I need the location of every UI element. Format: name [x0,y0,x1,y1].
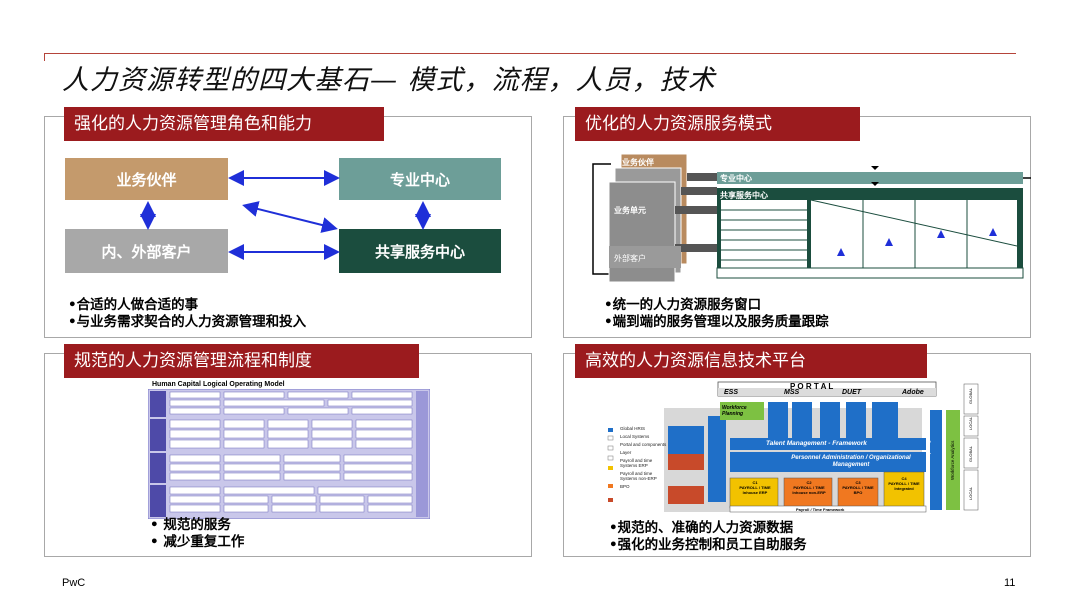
technology-bullet-2: •强化的业务控制和员工自助服务 [609,537,807,553]
slide-title: 人力资源转型的四大基石— 模式，流程，人员，技术 [62,65,716,96]
shared-service-center-box: 共享服务中心 [339,229,501,273]
legend-payroll-erp: Payroll and time Systems ERP [620,458,653,468]
service-bullet-2: •端到端的服务管理以及服务质量跟踪 [604,314,829,330]
service-label-external: 外部客户 [614,254,646,263]
payroll-c1-text: PAYROLL / TIME Inhouse ERP [739,485,771,495]
operating-model-title: Human Capital Logical Operating Model [152,381,285,388]
legend-global-hris: Global HRIS [620,426,646,431]
roles-bullet-2: •与业务需求契合的人力资源管理和投入 [68,314,307,330]
talent-framework-label: Talent Management - Framework [766,440,867,447]
payroll-c4-code: C4 [901,476,907,481]
process-bullet-2: • 减少重复工作 [150,534,245,550]
payroll-c2-text: PAYROLL / TIME Inhouse non-ERP [792,485,826,495]
service-bullets: •统一的人力资源服务窗口 •端到端的服务管理以及服务质量跟踪 [604,297,829,331]
portal-label: P O R T A L [790,382,834,391]
expert-bar [717,172,1023,184]
scope-label-4: LOCAL [968,486,973,500]
workforce-planning-label: Workforce Planning [722,405,747,417]
personnel-admin-label: Personnel Administration / Organizationa… [791,455,911,468]
service-bullet-1: •统一的人力资源服务窗口 [604,297,762,313]
ess-label: ESS [724,389,739,396]
roles-bullet-1: •合适的人做合适的事 [68,297,199,313]
legend-payroll-non-erp: Payroll and time Systems non-ERP [620,471,657,481]
payroll-c1: C1 PAYROLL / TIME Inhouse ERP [732,480,778,495]
center-of-expertise-box: 专业中心 [339,158,501,200]
loop-right [1021,177,1031,179]
mss-label: MSS [784,389,800,396]
payroll-c2: C2 PAYROLL / TIME Inhouse non-ERP [786,480,832,495]
payroll-c2-code: C2 [806,480,812,485]
process-bullets: • 规范的服务 • 减少重复工作 [150,517,244,551]
analytics-label: Workforce Analytics [950,440,955,480]
legend: Global HRIS Local Systems Portal and com… [620,426,668,489]
quadrant-service-model-title: 优化的人力资源服务模式 [575,107,860,141]
technology-bullets: •规范的、准确的人力资源数据 •强化的业务控制和员工自助服务 [609,520,807,554]
payroll-c3-text: PAYROLL / TIME BPO [842,485,874,495]
clients-box: 内、外部客户 [65,229,228,273]
payroll-framework-label: Payroll / Time Framework [796,507,845,512]
service-label-unit: 业务单元 [614,206,646,215]
service-model-diagram [592,153,1031,283]
page-number: 11 [1004,577,1016,589]
it-platform-diagram [607,381,979,513]
role-arrows [140,170,431,260]
model-row-labels [150,391,166,517]
quadrant-process-title: 规范的人力资源管理流程和制度 [64,344,419,378]
scope-label-1: GLOBAL [968,387,973,404]
footer-brand: PwC [62,577,86,589]
payroll-c1-code: C1 [752,480,758,485]
roles-bullets: •合适的人做合适的事 •与业务需求契合的人力资源管理和投入 [68,297,306,331]
service-label-partner: 业务伙伴 [622,158,654,167]
technology-bullet-1: •规范的、准确的人力资源数据 [609,520,794,536]
payroll-c3: C3 PAYROLL / TIME BPO [839,480,877,495]
payroll-c4: C4 PAYROLL / TIME Integrated [885,476,923,491]
payroll-c3-code: C3 [855,480,861,485]
top-rule-tick [44,53,45,61]
service-label-expert: 专业中心 [720,174,752,183]
service-label-shared: 共享服务中心 [720,191,768,200]
arrow-partner-shared [242,201,338,233]
scope-label-2: LOCAL [968,416,973,430]
process-bullet-1: • 规范的服务 [150,517,231,533]
loop-left [592,163,611,275]
output-bar [716,267,1024,279]
scope-label-3: GLOBAL [968,445,973,462]
model-cells [169,391,413,513]
legend-bpo: BPO [620,484,630,489]
external-client-box [609,246,681,268]
quadrant-technology-title: 高效的人力资源信息技术平台 [575,344,927,378]
adobe-label: Adobe [902,389,924,396]
legend-local-systems: Local Systems [620,434,650,439]
legend-layer: Layer [620,450,632,455]
reporting-label: Reporting [926,440,931,460]
top-rule [44,53,1016,54]
legend-portal: Portal and components [620,442,667,447]
duet-label: DUET [842,389,862,396]
business-partner-box: 业务伙伴 [65,158,228,200]
quadrant-roles-title: 强化的人力资源管理角色和能力 [64,107,384,141]
payroll-c4-text: PAYROLL / TIME Integrated [888,481,920,491]
operating-model-diagram [148,389,430,519]
